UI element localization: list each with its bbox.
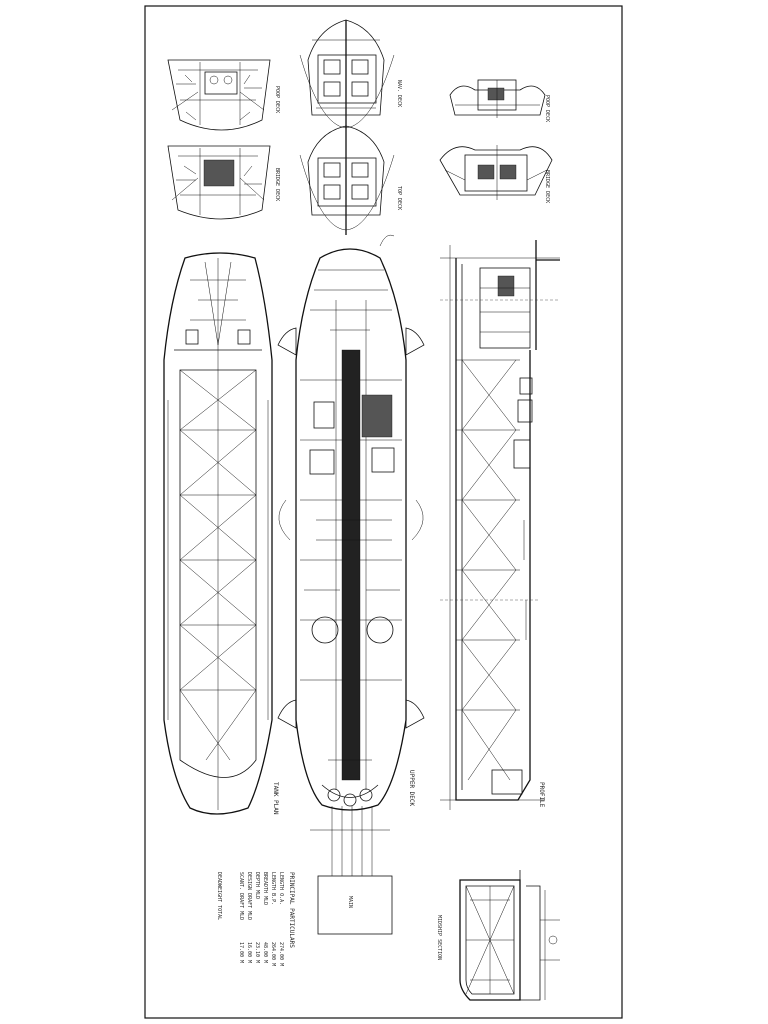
deckhouse-plan-5 <box>449 79 546 118</box>
detail-box <box>317 875 393 935</box>
particular-value-5: 17.00 M <box>238 942 244 963</box>
upper-deck <box>277 234 425 811</box>
detail-box-label: MAIN <box>347 896 353 908</box>
bow-leader-lines <box>310 806 390 876</box>
particular-value-1: 264.00 M <box>270 942 276 966</box>
profile <box>440 240 560 810</box>
tank-plan <box>163 252 273 815</box>
deckhouse-plan-4 <box>299 125 395 235</box>
view-label-profile: PROFILE <box>538 782 545 808</box>
particular-value-4: 16.00 M <box>246 942 252 963</box>
deckhouse-plan-6 <box>439 145 553 200</box>
view-label-tank-plan: TANK PLAN <box>272 782 279 815</box>
particular-value-3: 23.10 M <box>254 942 260 963</box>
view-label-upper-deck: UPPER DECK <box>408 770 415 807</box>
particular-value-2: 48.00 M <box>262 942 268 963</box>
view-label-nav-deck: NAV. DECK <box>396 80 402 107</box>
particulars-table: PRINCIPAL PARTICULARS LENGTH O.A. 274.00… <box>216 872 295 966</box>
deadweight-label: DEADWEIGHT TOTAL <box>216 872 222 920</box>
view-label-bridge-deck: BRIDGE DECK <box>274 168 280 201</box>
view-label-deckhouse-5: POOP DECK <box>544 95 550 122</box>
deckhouse-plan-1 <box>167 59 271 131</box>
view-label-midship-section: MIDSHIP SECTION <box>436 915 442 960</box>
particular-label-2: BREADTH MLD <box>262 872 268 905</box>
particular-label-5: SCANT. DRAFT MLD <box>238 872 244 920</box>
deckhouse-plan-2 <box>167 145 271 220</box>
midship-section <box>459 870 560 1001</box>
particular-label-0: LENGTH O.A. <box>278 872 284 905</box>
view-label-top-deck: TOP DECK <box>396 186 402 210</box>
particulars-heading: PRINCIPAL PARTICULARS <box>288 872 295 948</box>
view-label-deckhouse-6: BRIDGE DECK <box>544 170 550 203</box>
particular-label-1: LENGTH B.P. <box>270 872 276 905</box>
particular-label-4: DESIGN DRAFT MLD <box>246 872 252 920</box>
particular-value-0: 274.00 M <box>278 942 284 966</box>
view-label-poop-deck: POOP DECK <box>274 86 280 113</box>
particular-label-3: DEPTH MLD <box>254 872 260 899</box>
